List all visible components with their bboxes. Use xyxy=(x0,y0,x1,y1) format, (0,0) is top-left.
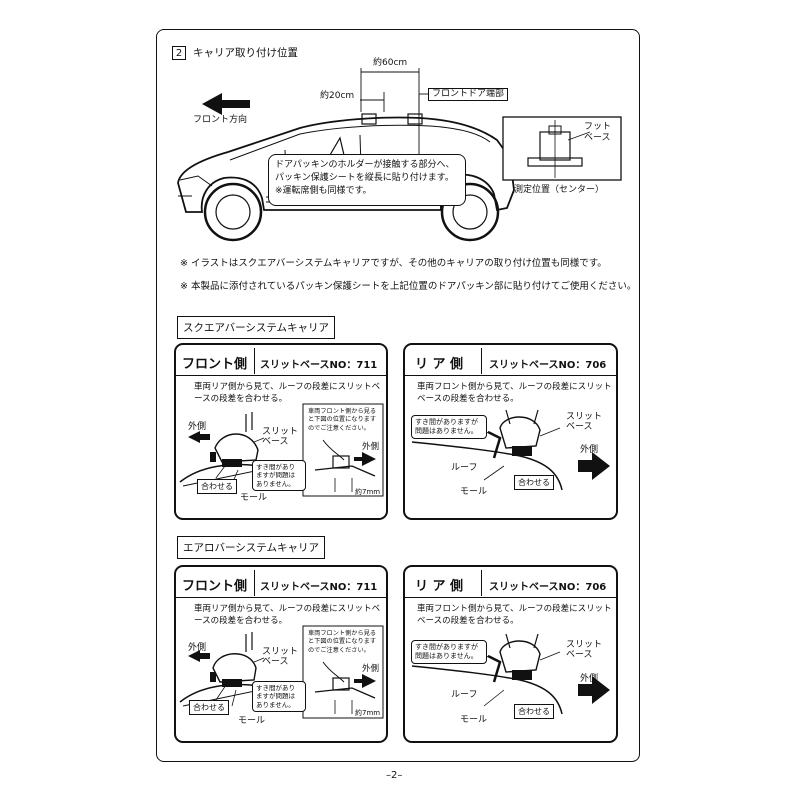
section-number: 2 xyxy=(172,46,186,60)
panel-header-rule xyxy=(405,375,616,376)
gap-ok-bubble: すき間がありますが 問題はありません。 xyxy=(411,640,487,665)
outside-label: 外側 xyxy=(188,643,207,653)
panel-title: フロント側 xyxy=(182,357,248,372)
foot-base-label: フット ベース xyxy=(584,122,612,144)
panel-title: リ ア 側 xyxy=(415,579,464,594)
slit-base-label: スリット ベース xyxy=(566,412,603,433)
roof-label: ルーフ xyxy=(451,690,478,700)
measure-position-label: 測定位置（センター） xyxy=(514,185,605,195)
panel-title: フロント側 xyxy=(182,579,248,594)
panel-description: 車両フロント側から見て、ルーフの段差にスリットベースの段差を合わせる。 xyxy=(417,382,612,405)
match-label: 合わせる xyxy=(197,479,237,494)
aero-rear-panel: リ ア 側 スリットベースNO：706 車両フロント側から見て、ルーフの段差にス… xyxy=(403,565,618,743)
slit-base-label: スリット ベース xyxy=(262,647,299,668)
gap-ok-bubble: すき間があり ますが問題は ありません。 xyxy=(252,681,306,713)
section-title: キャリア取り付け位置 xyxy=(193,47,298,59)
dim-7mm-label: 約7mm xyxy=(355,488,381,496)
panel-title-divider xyxy=(254,348,255,374)
slit-base-number: スリットベースNO：711 xyxy=(260,582,378,593)
dim-20cm-label: 約20cm xyxy=(320,91,355,101)
panel-description: 車両リア側から見て、ルーフの段差にスリットベースの段差を合わせる。 xyxy=(194,382,381,405)
slit-base-label: スリット ベース xyxy=(262,427,299,448)
panel-description: 車両フロント側から見て、ルーフの段差にスリットベースの段差を合わせる。 xyxy=(417,604,612,627)
molding-label: モール xyxy=(460,487,488,497)
front-door-edge-label: フロントドア端部 xyxy=(428,88,509,101)
inset-note: 車両フロント側から見ると下図の位置になりますのでご注意ください。 xyxy=(308,630,377,654)
inset-outside-label: 外側 xyxy=(362,442,380,452)
slit-base-number: スリットベースNO：706 xyxy=(489,360,607,371)
gap-ok-bubble: すき間があり ますが問題は ありません。 xyxy=(252,460,306,492)
aero-bar-system-title: エアロバーシステムキャリア xyxy=(177,536,325,559)
outside-label: 外側 xyxy=(580,674,599,684)
gap-ok-bubble: すき間がありますが 問題はありません。 xyxy=(411,415,487,440)
panel-title: リ ア 側 xyxy=(415,357,464,372)
aero-front-panel: フロント側 スリットベースNO：711 車両リア側から見て、ルーフの段差にスリッ… xyxy=(174,565,388,743)
square-front-panel: フロント側 スリットベースNO：711 車両リア側から見て、ルーフの段差にスリッ… xyxy=(174,343,388,520)
inset-note: 車両フロント側から見ると下図の位置になりますのでご注意ください。 xyxy=(308,408,377,432)
roof-label: ルーフ xyxy=(451,463,478,473)
note-packing-sheet: ※ 本製品に添付されているパッキン保護シートを上記位置のドアパッキン部に貼り付け… xyxy=(180,281,637,292)
note-illustration: ※ イラストはスクエアバーシステムキャリアですが、その他のキャリアの取り付け位置… xyxy=(180,258,607,269)
dim-7mm-label: 約7mm xyxy=(355,709,381,717)
panel-title-divider xyxy=(481,570,482,596)
panel-header-rule xyxy=(176,375,386,376)
page-number: –2– xyxy=(386,770,403,781)
packing-sheet-callout: ドアパッキンのホルダーが接触する部分へ、パッキン保護シートを縦長に貼り付けます。… xyxy=(268,154,466,206)
page-frame xyxy=(156,29,640,762)
square-rear-panel: リ ア 側 スリットベースNO：706 車両フロント側から見て、ルーフの段差にス… xyxy=(403,343,618,520)
panel-title-divider xyxy=(481,348,482,374)
outside-label: 外側 xyxy=(188,422,207,432)
square-bar-system-title: スクエアバーシステムキャリア xyxy=(177,316,336,339)
panel-title-divider xyxy=(254,570,255,596)
slit-base-number: スリットベースNO：711 xyxy=(260,360,378,371)
dim-60cm-label: 約60cm xyxy=(373,58,408,68)
molding-label: モール xyxy=(238,716,266,726)
panel-header-rule xyxy=(176,597,386,598)
molding-label: モール xyxy=(460,715,488,725)
slit-base-number: スリットベースNO：706 xyxy=(489,582,607,593)
match-label: 合わせる xyxy=(189,700,229,715)
outside-label: 外側 xyxy=(580,445,599,455)
panel-header-rule xyxy=(405,597,616,598)
match-label: 合わせる xyxy=(514,704,554,719)
molding-label: モール xyxy=(240,493,268,503)
panel-description: 車両リア側から見て、ルーフの段差にスリットベースの段差を合わせる。 xyxy=(194,604,381,627)
slit-base-label: スリット ベース xyxy=(566,640,603,661)
inset-outside-label: 外側 xyxy=(362,664,380,674)
front-direction-label: フロント方向 xyxy=(193,115,248,125)
match-label: 合わせる xyxy=(514,475,554,490)
